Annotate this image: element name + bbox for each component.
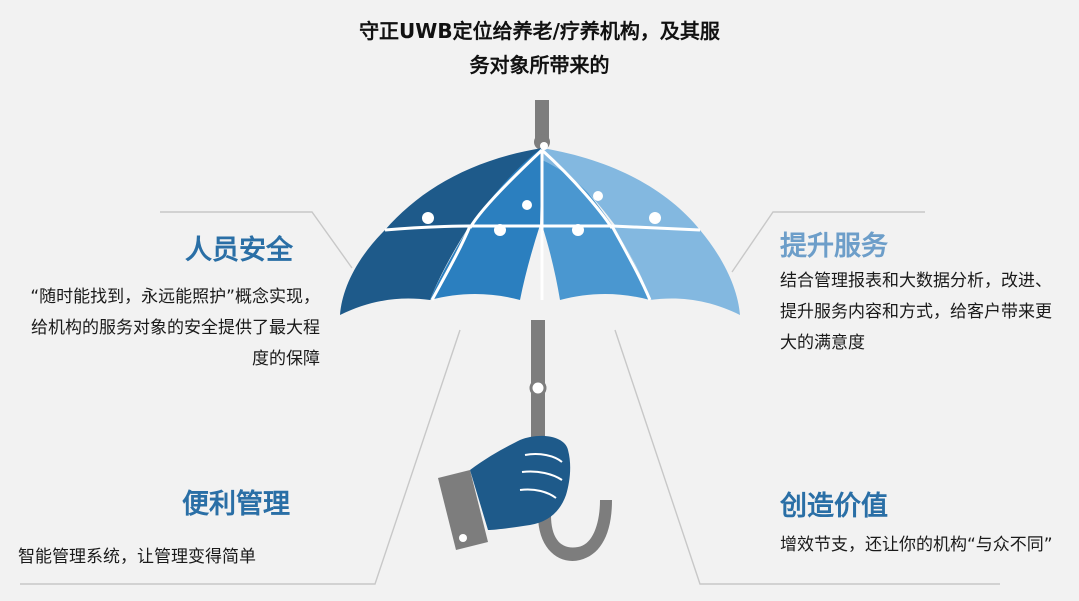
- personnel-safety-body: “随时能找到，永远能照护”概念实现，给机构的服务对象的安全提供了最大程度的保障: [30, 287, 320, 369]
- connector-line-top-left: [160, 211, 353, 269]
- connector-line-bottom-right: [614, 329, 1000, 585]
- connector-lines: [20, 211, 1000, 585]
- create-value-heading: 创造价值: [780, 491, 888, 522]
- connector-line-top-right: [731, 211, 925, 273]
- connector-line-bottom-left: [20, 329, 461, 585]
- canopy-low-far-right: [612, 225, 740, 315]
- puzzle-knobs: [422, 142, 661, 236]
- improve-service-heading: 提升服务: [780, 231, 888, 262]
- personnel-safety-heading: 人员安全: [185, 235, 293, 266]
- canopy-top-left: [385, 148, 542, 230]
- page-title-line-2: 务对象所带来的: [469, 53, 610, 77]
- convenient-management-heading: 便利管理: [182, 489, 290, 520]
- shaft-joint: [529, 379, 547, 397]
- improve-service-body: 结合管理报表和大数据分析，改进、提升服务内容和方式，给客户带来更大的满意度: [780, 271, 1052, 353]
- page-title-line-1: 守正UWB定位给养老/疗养机构，及其服: [359, 19, 720, 43]
- page-title: 守正UWB定位给养老/疗养机构，及其服 务对象所带来的: [0, 14, 1079, 82]
- sleeve: [438, 470, 488, 550]
- umbrella-handle: [538, 500, 612, 561]
- hand-icon: [438, 435, 571, 550]
- canopy-top-right: [542, 148, 700, 230]
- umbrella-tip: [535, 100, 549, 140]
- canopy-low-far-left: [340, 225, 470, 315]
- create-value-body: 增效节支，还让你的机构“与众不同”: [780, 535, 1053, 555]
- convenient-management-body: 智能管理系统，让管理变得简单: [18, 547, 256, 567]
- canopy-seams: [384, 148, 701, 301]
- canopy-low-left: [430, 225, 540, 300]
- umbrella-icon: [340, 100, 740, 315]
- hand-shape: [470, 435, 571, 530]
